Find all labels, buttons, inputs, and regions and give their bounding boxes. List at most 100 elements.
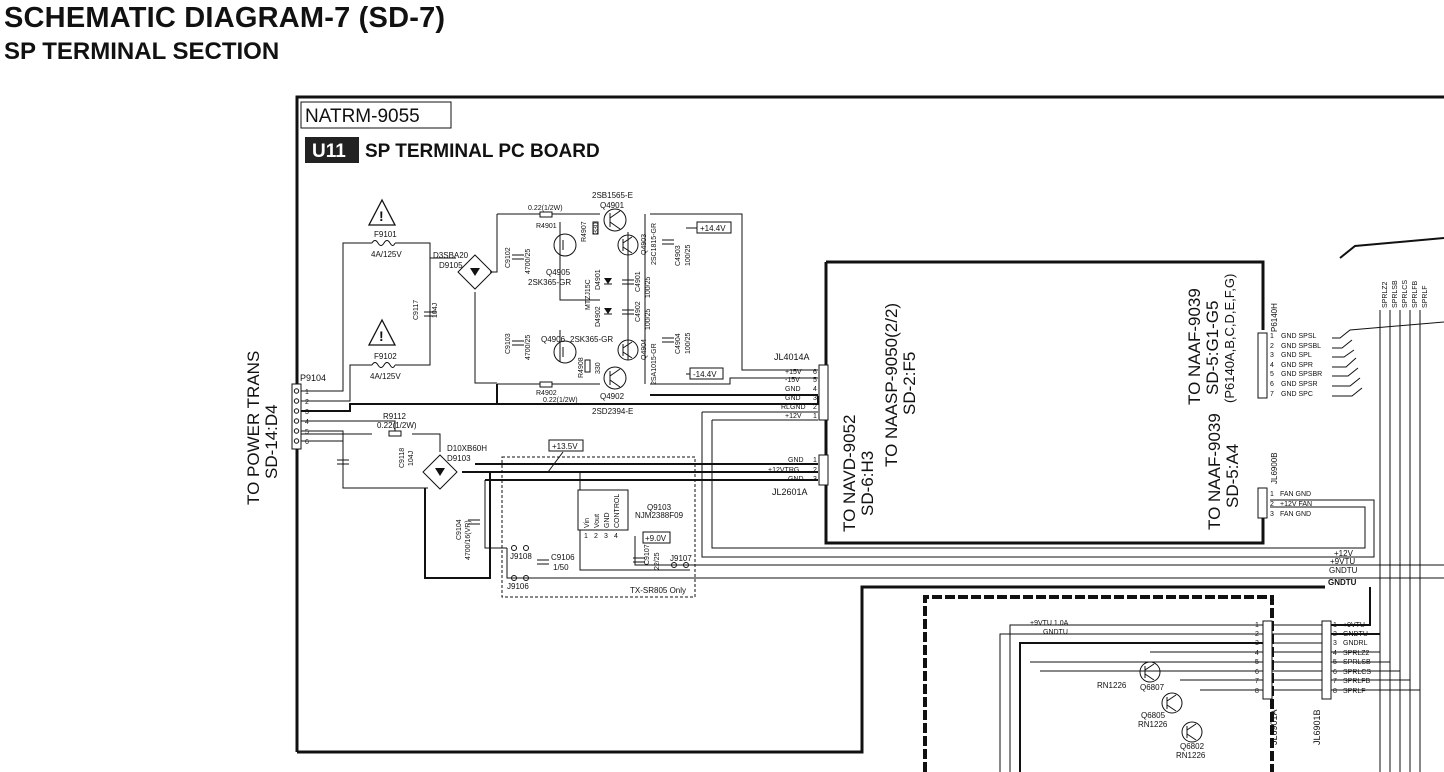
svg-text:2SB1565-E: 2SB1565-E bbox=[592, 191, 633, 200]
svg-text:GND SPSL: GND SPSL bbox=[1281, 333, 1317, 340]
svg-text:RLGND: RLGND bbox=[781, 404, 806, 411]
svg-text:SPRLFB: SPRLFB bbox=[1343, 678, 1371, 685]
svg-text:6: 6 bbox=[813, 369, 817, 376]
svg-text:MTZJ15C: MTZJ15C bbox=[585, 279, 592, 310]
svg-text:TO NAAF-9039: TO NAAF-9039 bbox=[1185, 288, 1204, 405]
svg-text:C4901: C4901 bbox=[635, 271, 642, 292]
unit-badge: U11 bbox=[312, 141, 346, 162]
svg-text:2SK365-GR: 2SK365-GR bbox=[528, 278, 571, 287]
connector-p6140h: P6140H 1 2 3 4 5 6 7 GND SPSL GND SPSBL … bbox=[1257, 303, 1322, 399]
svg-text:2: 2 bbox=[1270, 343, 1274, 350]
p9104-pin4: 4 bbox=[305, 419, 309, 426]
svg-text:C9107: C9107 bbox=[644, 544, 651, 565]
svg-text:GND: GND bbox=[788, 457, 804, 464]
jumper-j9107: J9107 bbox=[670, 554, 692, 568]
jl2601a-destination: TO NAVD-9052 SD-6:H3 bbox=[840, 415, 877, 532]
svg-text:6: 6 bbox=[1270, 381, 1274, 388]
svg-text:TO NAVD-9052: TO NAVD-9052 bbox=[840, 415, 859, 532]
transistor-q6807: RN1226 Q6807 bbox=[1097, 661, 1165, 692]
resistor-r4902: R4902 0.22(1/2W) bbox=[536, 381, 578, 404]
board-label: U11 SP TERMINAL PC BOARD bbox=[305, 137, 600, 163]
svg-text:+12V: +12V bbox=[1334, 549, 1354, 558]
svg-text:2: 2 bbox=[813, 404, 817, 411]
svg-text:2SA1015-GR: 2SA1015-GR bbox=[651, 343, 658, 385]
svg-text:+9.0V: +9.0V bbox=[645, 534, 667, 543]
svg-text:2SK365-GR: 2SK365-GR bbox=[570, 335, 613, 344]
capacitor-c4902: C4902 100/25 bbox=[622, 301, 652, 330]
svg-text:100/25: 100/25 bbox=[685, 244, 692, 266]
svg-text:4: 4 bbox=[1255, 650, 1259, 657]
svg-text:1: 1 bbox=[813, 457, 817, 464]
capacitor-c4903: C4903 100/25 bbox=[662, 239, 692, 266]
svg-text:J9107: J9107 bbox=[670, 554, 692, 563]
svg-text:R4902: R4902 bbox=[536, 390, 557, 397]
tx-only-note: TX-SR805 Only bbox=[630, 586, 686, 595]
svg-text:GND SPSBL: GND SPSBL bbox=[1281, 343, 1321, 350]
capacitor-c9107: C9107 22/25 bbox=[633, 544, 661, 570]
warning-triangle-icon: ! bbox=[367, 318, 397, 346]
svg-text:+12V FAN: +12V FAN bbox=[1280, 501, 1312, 508]
transistor-q4906: Q4906 2SK365-GR bbox=[541, 335, 613, 364]
svg-text:4700/25: 4700/25 bbox=[525, 249, 532, 274]
svg-text:4700/16(VR): 4700/16(VR) bbox=[465, 520, 472, 560]
svg-text:C4904: C4904 bbox=[675, 333, 682, 354]
svg-text:Q6807: Q6807 bbox=[1140, 683, 1165, 692]
jumper-j9106: J9106 bbox=[507, 575, 529, 591]
transistor-q4901: 2SB1565-E Q4901 bbox=[592, 191, 633, 232]
board-outline bbox=[295, 95, 1444, 772]
svg-text:JL2601A: JL2601A bbox=[772, 487, 808, 497]
svg-text:D9105: D9105 bbox=[439, 261, 463, 270]
svg-text:GNDTU: GNDTU bbox=[1043, 629, 1068, 636]
svg-text:Q4902: Q4902 bbox=[600, 392, 625, 401]
capacitor-c9102: C9102 4700/25 bbox=[505, 247, 532, 274]
svg-text:1/50: 1/50 bbox=[553, 563, 569, 572]
svg-text:SD-14:D4: SD-14:D4 bbox=[262, 404, 281, 479]
transistor-q4902: Q4902 2SD2394-E bbox=[592, 366, 633, 416]
svg-text:Q4904: Q4904 bbox=[641, 339, 648, 360]
svg-text:330: 330 bbox=[595, 362, 602, 374]
svg-text:R4908: R4908 bbox=[578, 357, 585, 378]
svg-text:SD-5:G1-G5: SD-5:G1-G5 bbox=[1203, 301, 1222, 395]
svg-text:3: 3 bbox=[1270, 352, 1274, 359]
svg-text:5: 5 bbox=[1270, 371, 1274, 378]
connector-p9104: P9104 1 2 3 4 5 6 bbox=[291, 373, 326, 450]
svg-text:4: 4 bbox=[1270, 362, 1274, 369]
p9104-pin6: 6 bbox=[305, 439, 309, 446]
svg-text:Q4906: Q4906 bbox=[541, 335, 566, 344]
svg-text:100/25: 100/25 bbox=[645, 276, 652, 298]
svg-text:1: 1 bbox=[1270, 333, 1274, 340]
svg-text:4: 4 bbox=[813, 386, 817, 393]
page-title: SCHEMATIC DIAGRAM-7 (SD-7) bbox=[4, 2, 446, 34]
svg-text:Vin: Vin bbox=[584, 518, 591, 528]
svg-text:SD-6:H3: SD-6:H3 bbox=[858, 451, 877, 516]
svg-text:Q6805: Q6805 bbox=[1141, 711, 1166, 720]
svg-text:+15V: +15V bbox=[785, 369, 802, 376]
svg-text:-14.4V: -14.4V bbox=[693, 370, 717, 379]
p9104-pin5: 5 bbox=[305, 429, 309, 436]
svg-text:C9102: C9102 bbox=[505, 247, 512, 268]
svg-text:JL6900B: JL6900B bbox=[1270, 452, 1279, 484]
svg-text:GND SPL: GND SPL bbox=[1281, 352, 1312, 359]
svg-text:SPRLZ2: SPRLZ2 bbox=[1343, 650, 1370, 657]
svg-text:RN1226: RN1226 bbox=[1176, 751, 1206, 760]
p9104-pin3: 3 bbox=[305, 409, 309, 416]
svg-text:4A/125V: 4A/125V bbox=[371, 250, 402, 259]
svg-text:JL6901A: JL6901A bbox=[1269, 709, 1279, 745]
svg-text:FAN GND: FAN GND bbox=[1280, 511, 1311, 518]
svg-text:GND SPR: GND SPR bbox=[1281, 362, 1313, 369]
capacitor-c9118: C9118 104J bbox=[337, 448, 415, 468]
svg-text:SPRLSB: SPRLSB bbox=[1392, 280, 1399, 308]
svg-text:GNDRL: GNDRL bbox=[1343, 640, 1368, 647]
svg-text:J9106: J9106 bbox=[507, 582, 529, 591]
svg-text:NJM2388F09: NJM2388F09 bbox=[635, 511, 684, 520]
svg-text:GND: GND bbox=[785, 395, 801, 402]
svg-text:7: 7 bbox=[1333, 678, 1337, 685]
section-title: SP TERMINAL SECTION bbox=[4, 38, 280, 65]
svg-text:1: 1 bbox=[584, 533, 588, 540]
spr-bus: SPRLZ2 SPRLSB SPRLCS SPRLFB SPRLF bbox=[1379, 280, 1429, 772]
rail-labels: +12V +9VTU GNDTU GNDTU +9VTU 1.0A GNDTU bbox=[1030, 549, 1358, 636]
svg-text:Q4905: Q4905 bbox=[546, 268, 571, 277]
svg-text:GND SPSBR: GND SPSBR bbox=[1281, 371, 1322, 378]
svg-text:0.22(1/2W): 0.22(1/2W) bbox=[377, 421, 417, 430]
